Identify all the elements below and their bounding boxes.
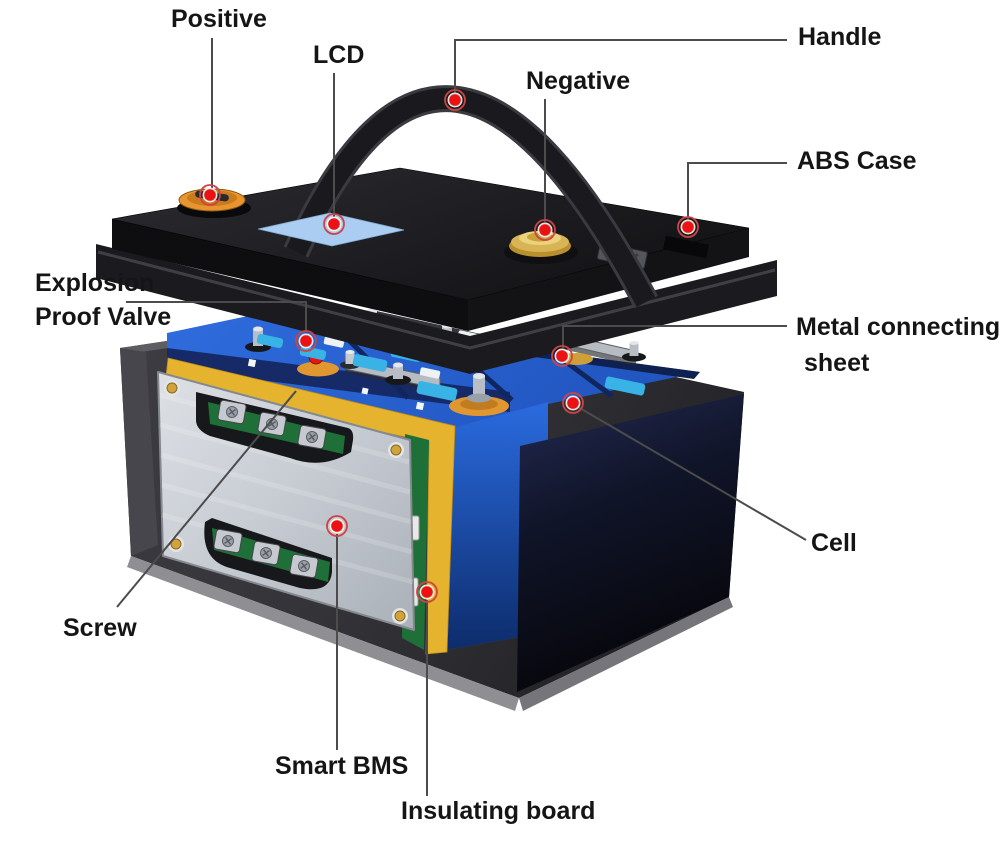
sticker-cyan bbox=[256, 333, 284, 349]
terminal-pad-front-inner bbox=[460, 398, 498, 410]
negative-terminal bbox=[504, 231, 578, 264]
label-negative: Negative bbox=[526, 67, 631, 95]
label-smart-bms: Smart BMS bbox=[275, 752, 409, 780]
bms-clamp bbox=[297, 424, 327, 450]
bms-clamp bbox=[289, 553, 319, 579]
sticker-square bbox=[415, 401, 425, 411]
callout-dot-metal-sheet bbox=[551, 345, 573, 367]
callout-dot-abs-case bbox=[677, 216, 699, 238]
label-insulating-board: Insulating board bbox=[401, 797, 596, 825]
sticker-cyan bbox=[352, 354, 388, 372]
callout-dot-positive bbox=[199, 184, 221, 206]
sticker-square bbox=[247, 358, 257, 368]
cells-top-band bbox=[167, 313, 700, 650]
callout-dot-cell bbox=[562, 392, 584, 414]
post bbox=[622, 341, 646, 362]
label-handle: Handle bbox=[798, 23, 882, 51]
leader-handle bbox=[454, 39, 787, 93]
post bbox=[467, 373, 491, 403]
callout-dot-handle bbox=[444, 89, 466, 111]
leader-explosion-valve bbox=[126, 301, 307, 333]
leader-cell bbox=[577, 406, 807, 541]
post bbox=[385, 362, 411, 385]
bms-screw bbox=[166, 382, 178, 394]
leader-abs-case bbox=[687, 162, 787, 220]
bms-screw bbox=[394, 610, 406, 622]
leader-screw bbox=[116, 390, 297, 608]
label-cell: Cell bbox=[811, 529, 857, 557]
callout-dot-negative bbox=[534, 219, 556, 241]
label-abs-case: ABS Case bbox=[797, 147, 917, 175]
sticker-white bbox=[419, 367, 441, 379]
sticker-cyan bbox=[604, 376, 646, 396]
leader-metal-sheet bbox=[562, 325, 787, 348]
lid-flange bbox=[96, 244, 777, 374]
label-screw: Screw bbox=[63, 614, 137, 642]
lid-front-right-face bbox=[468, 228, 749, 331]
case-bottom-rim-left bbox=[127, 556, 519, 711]
callout-dot-insulating-board bbox=[416, 581, 438, 603]
lid-flange-edge-highlight bbox=[97, 250, 776, 350]
terminal-pad-valve bbox=[297, 361, 339, 377]
case-interior bbox=[517, 394, 744, 692]
label-positive: Positive bbox=[171, 5, 267, 33]
label-explosion-line1: Explosion bbox=[35, 269, 155, 297]
bms-clamp bbox=[213, 528, 243, 554]
label-metal-sheet-line1: Metal connecting bbox=[796, 313, 1000, 341]
bms-screw bbox=[170, 538, 182, 550]
bms-screw bbox=[390, 444, 402, 456]
smart-bms-plate bbox=[157, 371, 415, 631]
case-bottom-rim-right bbox=[519, 597, 733, 711]
bms-clamp bbox=[217, 399, 247, 425]
label-lcd: LCD bbox=[313, 41, 365, 69]
label-metal-sheet-line2: sheet bbox=[804, 349, 870, 377]
callout-dots bbox=[199, 89, 699, 603]
sticker-square bbox=[361, 387, 369, 395]
lid-front-left-face bbox=[112, 219, 468, 331]
lid-notch bbox=[663, 235, 709, 259]
callout-dot-lcd bbox=[323, 213, 345, 235]
bms-corner-screws bbox=[164, 380, 408, 624]
sticker-cyan bbox=[299, 345, 327, 361]
leader-lines bbox=[116, 38, 807, 796]
label-explosion-line2: Proof Valve bbox=[35, 303, 172, 331]
case-left-wall-face bbox=[120, 348, 158, 556]
sticker-cyan bbox=[416, 381, 458, 401]
bms-clamp bbox=[251, 540, 281, 566]
callout-dot-smart-bms bbox=[326, 515, 348, 537]
callout-dot-explosion-valve bbox=[295, 330, 317, 352]
